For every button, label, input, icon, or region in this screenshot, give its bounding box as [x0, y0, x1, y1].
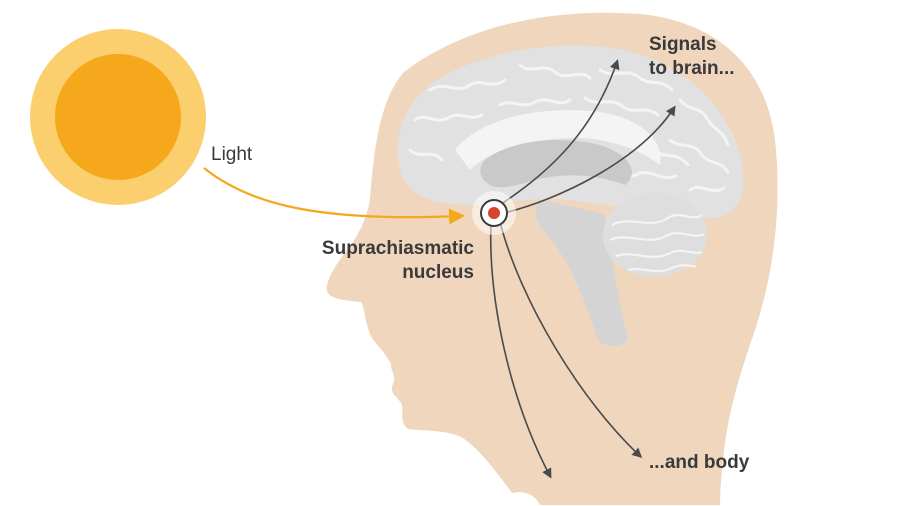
- thalamus: [480, 140, 632, 188]
- body-signals-label: ...and body: [649, 452, 750, 473]
- sun-inner: [55, 54, 181, 180]
- signal-arrow-brain-2: [499, 105, 676, 215]
- sun-icon: [30, 29, 206, 205]
- cerebellum: [603, 193, 707, 277]
- light-arrow: [203, 167, 465, 225]
- light-label: Light: [211, 144, 253, 165]
- signal-arrow-body-1: [489, 221, 552, 479]
- brain-signals-line1: Signals: [649, 34, 717, 55]
- brain-signals-line2: to brain...: [649, 57, 735, 79]
- nucleus-label-line1: Suprachiasmatic: [321, 238, 474, 259]
- brain-icon: [397, 45, 744, 346]
- nucleus-label: Suprachiasmatic nucleus: [296, 237, 474, 285]
- signal-arrow-body-2: [499, 221, 643, 459]
- signal-arrow-brain-1: [496, 59, 620, 208]
- nucleus-label-line2: nucleus: [402, 261, 474, 283]
- nucleus-marker: [472, 191, 516, 235]
- brain-signals-label: Signals to brain...: [649, 33, 735, 81]
- corpus-callosum: [455, 110, 661, 170]
